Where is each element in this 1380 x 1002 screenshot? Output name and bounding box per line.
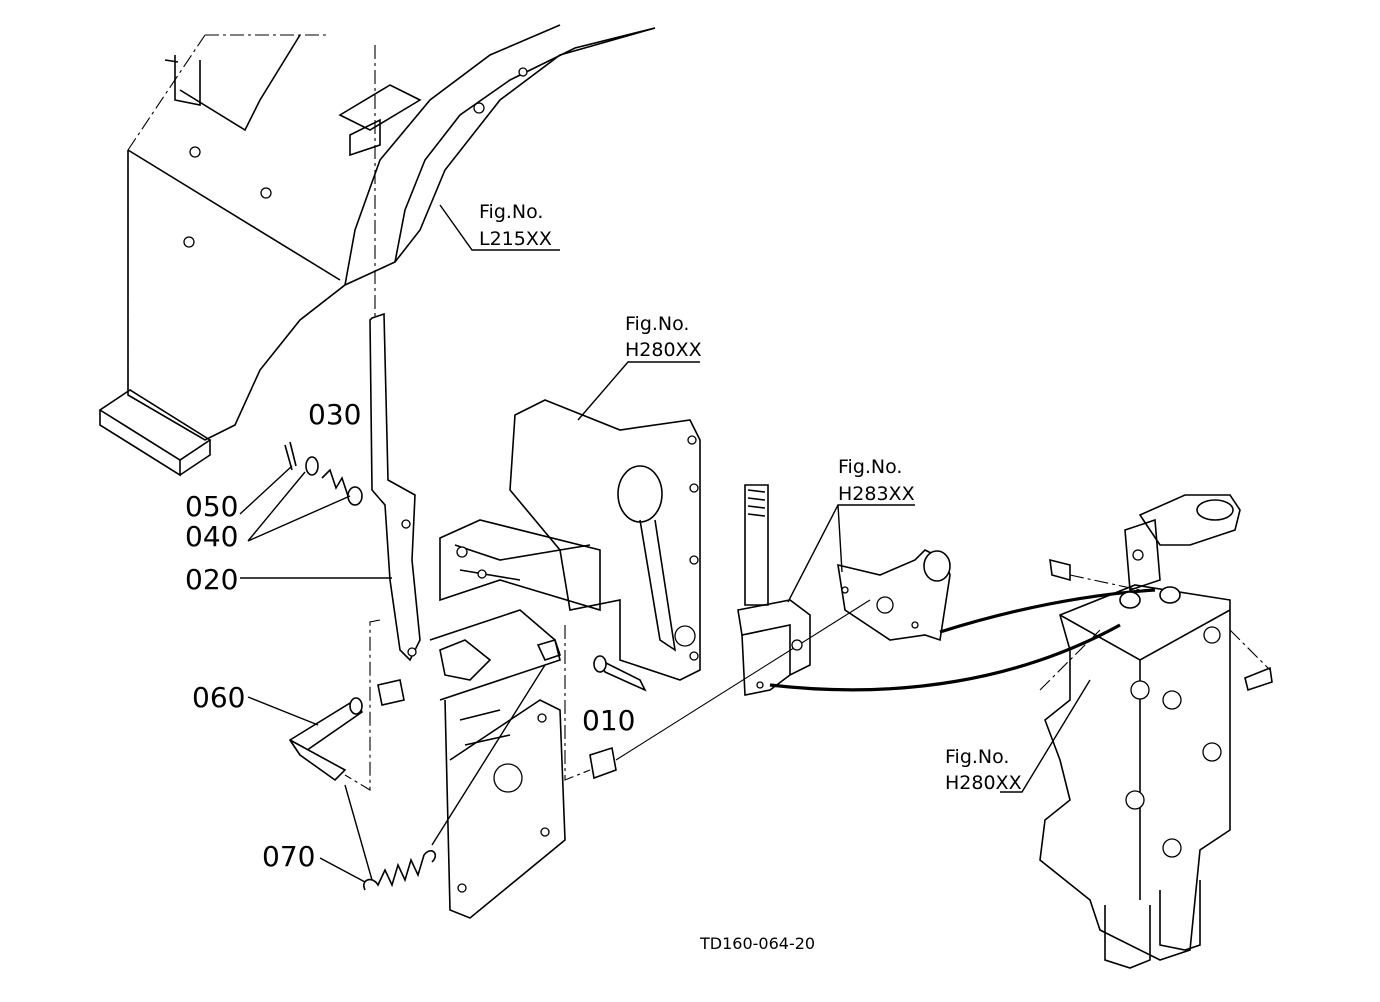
label-020: 020 [185, 563, 238, 596]
fender-frame-drawing [98, 24, 656, 477]
fig-h280-top-code: H280XX [625, 339, 702, 361]
spring-070-drawing [344, 664, 546, 891]
rod-bracket-h283-drawing [737, 484, 951, 696]
label-070: 070 [262, 840, 315, 873]
fig-h283-code: H283XX [838, 483, 915, 505]
fig-h280-bottom-prefix: Fig.No. [945, 746, 1009, 768]
valve-assembly-h280-drawing [1039, 494, 1273, 969]
label-040: 040 [185, 520, 238, 553]
pin-washer-spring-drawing [284, 441, 363, 506]
pin-010-drawing [593, 655, 647, 692]
fig-h280-top-prefix: Fig.No. [625, 313, 689, 335]
leader-lines [239, 204, 1091, 883]
shaft-060-drawing [288, 679, 405, 782]
housing-h280-drawing [509, 399, 701, 681]
label-050: 050 [185, 490, 238, 523]
label-030: 030 [308, 398, 361, 431]
fig-h280-bottom-code: H280XX [945, 772, 1022, 794]
control-cables-drawing [769, 588, 1156, 692]
fig-l215-code: L215XX [479, 228, 552, 250]
label-010: 010 [582, 704, 635, 737]
lever-020-drawing [344, 312, 421, 791]
drawing-code: TD160-064-20 [699, 934, 815, 953]
fig-l215-prefix: Fig.No. [479, 201, 543, 223]
bracket-assembly-drawing [429, 519, 601, 919]
fig-h283-prefix: Fig.No. [838, 456, 902, 478]
label-060: 060 [192, 681, 245, 714]
bush-drawing [564, 599, 871, 781]
